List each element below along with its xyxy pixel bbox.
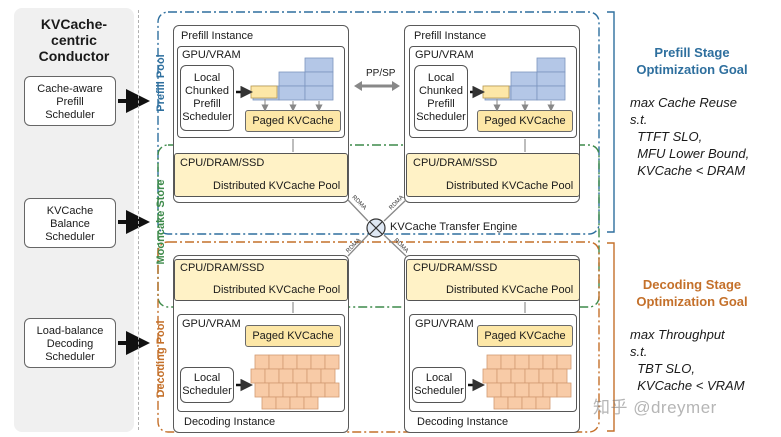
- prefill-right-paged-kvcache: Paged KVCache: [477, 110, 573, 132]
- pp-sp-arrow: [354, 81, 400, 91]
- decoding-instance-left-title: Decoding Instance: [184, 416, 276, 428]
- prefill-right-gpu-label: GPU/VRAM: [415, 49, 474, 61]
- balance-scheduler: KVCache Balance Scheduler: [24, 198, 116, 248]
- decoding-scheduler: Load-balance Decoding Scheduler: [24, 318, 116, 368]
- decoding-right-gpu-label: GPU/VRAM: [415, 318, 474, 330]
- decoding-goal-title: Decoding Stage Optimization Goal: [636, 277, 748, 309]
- store-upper-right-pool: Distributed KVCache Pool: [446, 180, 574, 192]
- store-upper-right-cpu: CPU/DRAM/SSD: [413, 157, 498, 169]
- prefill-left-local-scheduler: Local Chunked Prefill Scheduler: [180, 65, 234, 131]
- decoding-left-gpu-label: GPU/VRAM: [182, 318, 241, 330]
- conductor-title: KVCache- centric Conductor: [38, 16, 110, 64]
- store-lower-left-cpu: CPU/DRAM/SSD: [180, 262, 265, 274]
- decoding-left-kv-blocks: [250, 354, 340, 410]
- transfer-engine-label: KVCache Transfer Engine: [390, 221, 518, 233]
- prefill-instance-right-title: Prefill Instance: [414, 30, 487, 42]
- prefill-scheduler: Cache-aware Prefill Scheduler: [24, 76, 116, 126]
- store-lower-left-pool: Distributed KVCache Pool: [213, 284, 341, 296]
- decoding-left-paged-kvcache: Paged KVCache: [245, 325, 341, 347]
- store-upper-left-pool: Distributed KVCache Pool: [213, 180, 341, 192]
- prefill-left-paged-kvcache: Paged KVCache: [245, 110, 341, 132]
- decoding-right-paged-kvcache: Paged KVCache: [477, 325, 573, 347]
- store-upper-right: [406, 153, 580, 197]
- store-lower-right-cpu: CPU/DRAM/SSD: [413, 262, 498, 274]
- transfer-engine-node: [366, 218, 386, 238]
- store-lower-right: [406, 259, 580, 301]
- store-upper-left: [174, 153, 348, 197]
- prefill-goal-title: Prefill Stage Optimization Goal: [636, 45, 748, 77]
- decoding-instance-right-title: Decoding Instance: [417, 416, 509, 428]
- conductor-separator: [138, 10, 139, 430]
- decoding-right-local-scheduler: Local Scheduler: [412, 367, 466, 403]
- decoding-left-local-scheduler: Local Scheduler: [180, 367, 234, 403]
- pp-sp-label: PP/SP: [366, 68, 396, 79]
- store-upper-left-cpu: CPU/DRAM/SSD: [180, 157, 265, 169]
- prefill-instance-left-title: Prefill Instance: [181, 30, 254, 42]
- prefill-goal-text: max Cache Reuse s.t. TTFT SLO, MFU Lower…: [630, 95, 750, 178]
- decoding-right-kv-blocks: [482, 354, 572, 410]
- watermark-text: 知乎 @dreymer: [593, 398, 717, 417]
- prefill-left-gpu-label: GPU/VRAM: [182, 49, 241, 61]
- store-lower-left: [174, 259, 348, 301]
- decoding-goal-text: max Throughput s.t. TBT SLO, KVCache < V…: [630, 327, 745, 393]
- prefill-right-local-scheduler: Local Chunked Prefill Scheduler: [414, 65, 468, 131]
- store-lower-right-pool: Distributed KVCache Pool: [446, 284, 574, 296]
- rdma-links: [347, 199, 407, 257]
